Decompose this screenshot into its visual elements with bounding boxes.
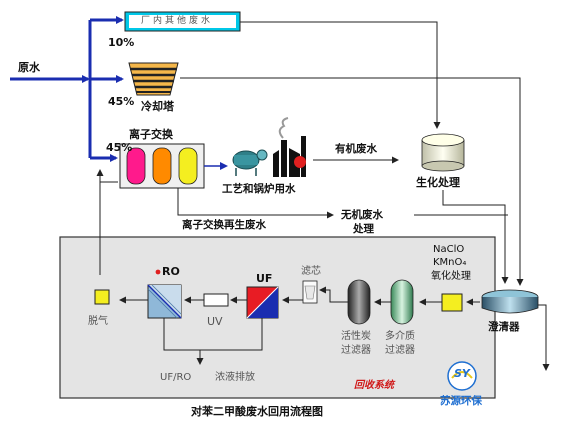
clarifier-label: 澄清器 (488, 321, 520, 333)
activated-carbon-label-2: 过滤器 (341, 345, 371, 356)
pct-10-label: 10% (108, 36, 135, 49)
oxidation-box (441, 293, 463, 312)
activated-carbon-label-1: 活性炭 (341, 331, 371, 342)
cooling-tower-icon (128, 62, 179, 96)
ion-exchange-unit (119, 143, 205, 189)
brand-logo-text: SY (454, 367, 470, 380)
uf-ro-label: UF/RO (160, 372, 192, 383)
brand-logo-icon (447, 361, 477, 391)
inorganic-treatment-label: 处理 (353, 223, 374, 235)
ro-label: RO (162, 265, 180, 278)
naclo-label: NaClO (433, 244, 465, 255)
degas-label: 脱气 (88, 316, 108, 327)
multimedia-filter-icon (390, 279, 414, 325)
pct-45-ion-label: 45% (106, 141, 133, 154)
uv-label: UV (207, 315, 223, 328)
brand-name: 苏源环保 (440, 395, 482, 407)
activated-carbon-filter-icon (347, 279, 371, 325)
ion-exchange-label: 离子交换 (129, 128, 173, 141)
ion-regen-wastewater-label: 离子交换再生废水 (182, 219, 266, 231)
multimedia-filter-label-1: 多介质 (385, 331, 415, 342)
filter-cartridge-icon (302, 280, 318, 304)
concentrate-discharge-label: 浓液排放 (215, 372, 255, 383)
clarifier-icon (481, 289, 539, 314)
biochem-tank-icon (421, 133, 465, 172)
filter-cartridge-label: 滤芯 (301, 266, 321, 277)
organic-wastewater-label: 有机废水 (335, 143, 377, 155)
pct-45-cooling-label: 45% (108, 95, 135, 108)
source-water-label: 原水 (18, 61, 40, 74)
uf-label: UF (256, 272, 273, 285)
multimedia-filter-label-2: 过滤器 (385, 345, 415, 356)
recovery-system-label: 回收系统 (354, 380, 394, 391)
oxidation-label: 氧化处理 (431, 271, 471, 282)
uf-module-icon (246, 286, 279, 319)
diagram-caption: 对苯二甲酸废水回用流程图 (191, 405, 323, 418)
biochem-treatment-label: 生化处理 (416, 176, 460, 189)
ro-module-icon (147, 284, 182, 319)
inorganic-wastewater-label: 无机废水 (341, 209, 383, 221)
degas-box (94, 289, 110, 305)
process-boiler-icon (232, 117, 306, 177)
cooling-tower-label: 冷却塔 (141, 100, 174, 113)
process-boiler-water-label: 工艺和锅炉用水 (222, 183, 296, 195)
uv-lamp-icon (203, 293, 229, 307)
other-wastewater-label: 厂内其他废水 (141, 16, 214, 26)
kmno4-label: KMnO₄ (433, 257, 467, 268)
